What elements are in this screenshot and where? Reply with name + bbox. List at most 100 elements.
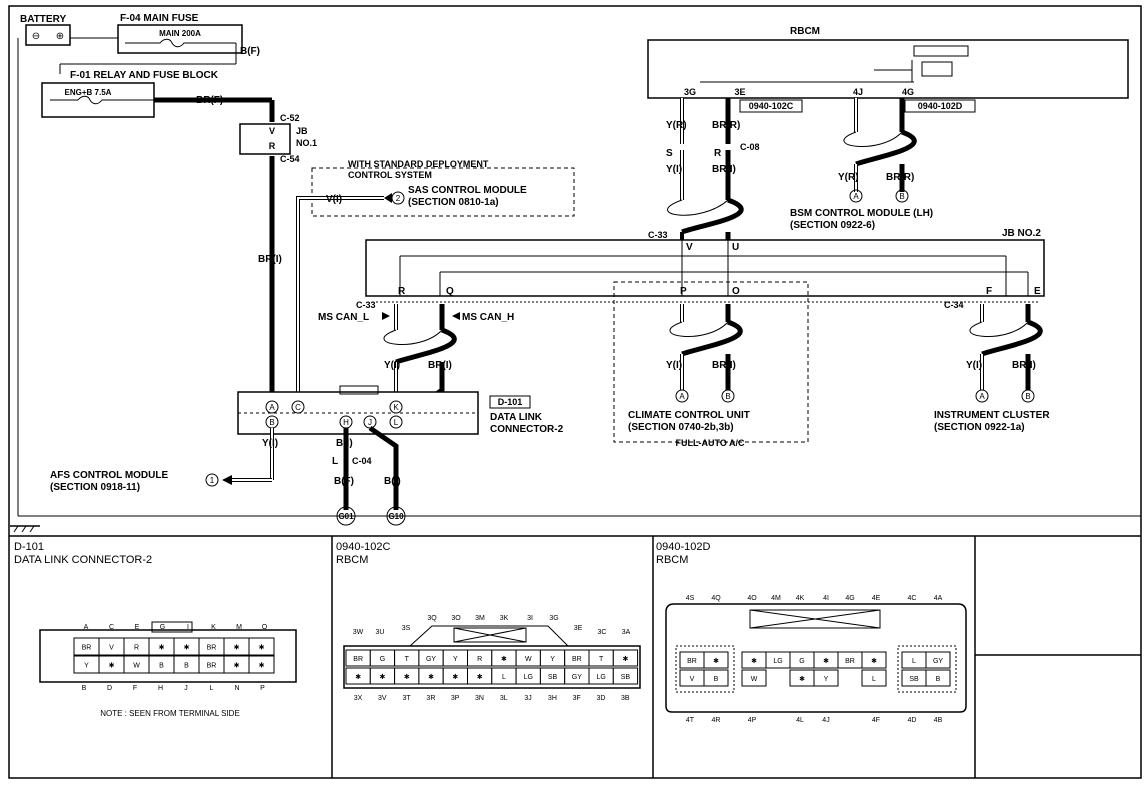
d101-bottom-pin: B bbox=[82, 685, 87, 692]
rbcm-conn-c-label: 0940-102C bbox=[749, 101, 794, 111]
rbcm-c-r1-cell-label: T bbox=[599, 656, 604, 663]
d101-r2-cell-label: B bbox=[159, 663, 164, 670]
ground-g01: G01 bbox=[338, 512, 354, 521]
svg-text:R: R bbox=[714, 148, 722, 159]
rbcm-conn-d-label: 0940-102D bbox=[918, 101, 963, 111]
svg-text:V: V bbox=[686, 242, 693, 253]
d101-r2-cell-label: BR bbox=[207, 663, 217, 670]
rbcm-c-bottom-pin: 3V bbox=[378, 695, 387, 702]
svg-text:U: U bbox=[732, 242, 739, 253]
rbcm-c-r1-cell-label: Y bbox=[550, 656, 555, 663]
svg-text:B: B bbox=[725, 392, 730, 401]
rbcm-d-mid-r2-cell-label: L bbox=[872, 676, 876, 683]
rbcm-c-bottom-pin: 3F bbox=[573, 695, 581, 702]
svg-text:RBCM: RBCM bbox=[790, 26, 820, 37]
svg-text:E: E bbox=[1034, 286, 1041, 297]
rbcm-c-top-pin: 3K bbox=[500, 615, 509, 622]
svg-text:0940-102D: 0940-102D bbox=[656, 541, 710, 553]
rbcm-d-left-cell-label: BR bbox=[687, 658, 697, 665]
rbcm-c-r1-cell-label: G bbox=[380, 656, 385, 663]
d101-r2-cell-label: B bbox=[184, 663, 189, 670]
svg-text:FULL-AUTO A/C: FULL-AUTO A/C bbox=[676, 438, 745, 448]
svg-text:(SECTION 0918-11): (SECTION 0918-11) bbox=[50, 482, 140, 493]
rbcm-d-right-cell-label: B bbox=[936, 676, 941, 683]
rbcm-d-bottom-pin: 4L bbox=[796, 717, 804, 724]
svg-text:4J: 4J bbox=[853, 87, 863, 97]
svg-text:Y(I): Y(I) bbox=[262, 438, 278, 449]
rbcm-c-top-pin: 3G bbox=[549, 615, 558, 622]
rbcm-c-top-pin: 3Q bbox=[427, 615, 437, 622]
svg-text:D-101: D-101 bbox=[498, 397, 523, 407]
rbcm-c-r2-cell bbox=[612, 667, 639, 685]
svg-text:B: B bbox=[1025, 392, 1030, 401]
rbcm-c-r1-cell-label: BR bbox=[353, 656, 363, 663]
rbcm-c-bottom-pin: 3N bbox=[475, 695, 484, 702]
rbcm-d-top-pin: 4Q bbox=[711, 595, 721, 602]
rbcm-c-r1-cell-label: GY bbox=[426, 656, 436, 663]
rbcm-d-mid-r1-cell-label: BR bbox=[845, 658, 855, 665]
rbcm-c-r1-cell-label: Y bbox=[453, 656, 458, 663]
svg-text:C-04: C-04 bbox=[352, 456, 372, 466]
rbcm-d-top-pin: 4K bbox=[796, 595, 805, 602]
rbcm-c-r2-cell-label: ✱ bbox=[404, 673, 410, 681]
svg-text:NO.1: NO.1 bbox=[296, 138, 317, 148]
rbcm-d-mid-r1-cell-label: LG bbox=[773, 658, 782, 665]
panel-d101-title: DATA LINK CONNECTOR-2 bbox=[14, 554, 152, 566]
svg-text:Y(I): Y(I) bbox=[966, 360, 982, 371]
svg-text:MAIN 200A: MAIN 200A bbox=[159, 29, 201, 38]
svg-text:BR(R): BR(R) bbox=[712, 120, 740, 131]
fuse-symbol-icon bbox=[50, 95, 154, 105]
rbcm-c-bottom-pin: 3H bbox=[548, 695, 557, 702]
svg-text:NOTE : SEEN FROM TERMINAL SIDE: NOTE : SEEN FROM TERMINAL SIDE bbox=[100, 709, 240, 718]
rbcm-d-mid-r2-cell bbox=[813, 669, 839, 687]
rbcm-d-mid-r1-cell-label: ✱ bbox=[823, 657, 829, 665]
rbcm-d-bottom-pin: 4D bbox=[908, 717, 917, 724]
rbcm-c-top-pin: 3O bbox=[451, 615, 461, 622]
rbcm-d-top-pin: 4M bbox=[771, 595, 781, 602]
rbcm-c-r1-cell-label: ✱ bbox=[501, 655, 507, 663]
rbcm-d-top-pin: 4O bbox=[747, 595, 757, 602]
rbcm-c-bottom-pin: 3L bbox=[500, 695, 508, 702]
svg-text:(SECTION 0922-1a): (SECTION 0922-1a) bbox=[934, 422, 1025, 433]
svg-text:0940-102C: 0940-102C bbox=[336, 541, 390, 553]
rbcm-c-bottom-pin: 3J bbox=[524, 695, 531, 702]
svg-text:B: B bbox=[899, 192, 904, 201]
d101-r2-cell-label: ✱ bbox=[109, 662, 115, 670]
d101-r1-cell-label: V bbox=[109, 645, 114, 652]
svg-text:MS CAN_L: MS CAN_L bbox=[318, 312, 369, 323]
rbcm-c-r2-cell-label: SB bbox=[548, 674, 558, 681]
d101-top-pin: E bbox=[135, 624, 140, 631]
svg-text:2: 2 bbox=[396, 194, 401, 203]
d101-top-pin: O bbox=[262, 624, 268, 631]
svg-text:⊖: ⊖ bbox=[32, 31, 40, 42]
d101-r1-cell-label: ✱ bbox=[259, 644, 265, 652]
rbcm-c-r1-cell bbox=[612, 649, 639, 667]
svg-text:D-101: D-101 bbox=[14, 541, 44, 553]
sas-option-frame bbox=[311, 167, 575, 217]
rbcm-d-mid-r2-cell-label: W bbox=[751, 676, 758, 683]
d101-r2-cell-label: ✱ bbox=[234, 662, 240, 670]
bsm-title: BSM CONTROL MODULE (LH) bbox=[790, 208, 933, 219]
svg-text:B(I): B(I) bbox=[336, 438, 353, 449]
svg-text:C-52: C-52 bbox=[280, 113, 300, 123]
svg-text:S: S bbox=[666, 148, 673, 159]
d101-r2-cell-label: W bbox=[133, 663, 140, 670]
d101-bottom-pin: H bbox=[158, 685, 163, 692]
rbcm-d-left-cell bbox=[703, 669, 729, 687]
svg-text:(SECTION 0922-6): (SECTION 0922-6) bbox=[790, 220, 875, 231]
rbcm-c-r2-cell-label: ✱ bbox=[380, 673, 386, 681]
svg-text:⊕: ⊕ bbox=[56, 31, 64, 42]
rbcm-d-top-pin: 4E bbox=[872, 595, 881, 602]
rbcm-d-mid-r1-cell-label: ✱ bbox=[871, 657, 877, 665]
svg-text:R: R bbox=[269, 141, 276, 151]
d101-r2-cell bbox=[248, 655, 275, 674]
rbcm-d-mid-r1-cell bbox=[861, 651, 887, 669]
rbcm-d-right-cell bbox=[925, 669, 951, 687]
rbcm-d-left-cell-label: B bbox=[714, 676, 719, 683]
rbcm-d-bottom-pin: 4T bbox=[686, 717, 695, 724]
d101-r1-cell-label: R bbox=[134, 645, 139, 652]
d101-r1-cell-label: BR bbox=[207, 645, 217, 652]
climate-title: CLIMATE CONTROL UNIT bbox=[628, 410, 750, 421]
